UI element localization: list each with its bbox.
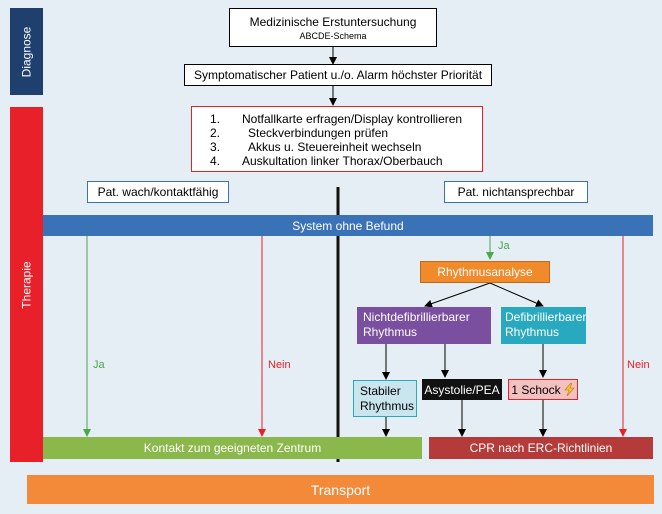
step-4-text: Auskultation linker Thorax/Oberbauch bbox=[242, 154, 443, 168]
step-4: 4. Auskultation linker Thorax/Oberbauch bbox=[210, 154, 482, 168]
nichtdefib-box: Nichtdefibrillierbarer Rhythmus bbox=[357, 307, 491, 344]
step-3-text: Akkus u. Steuereinheit wechseln bbox=[248, 140, 422, 154]
erstuntersuchung-box: Medizinische Erstuntersuchung ABCDE-Sche… bbox=[229, 8, 437, 47]
ja-label-left: Ja bbox=[93, 359, 105, 371]
ja-label-right: Ja bbox=[498, 240, 510, 252]
cpr-label: CPR nach ERC-Richtlinien bbox=[469, 441, 613, 455]
system-bar: System ohne Befund bbox=[43, 215, 653, 236]
defib-label: Defibrillierbarer Rhythmus bbox=[505, 310, 587, 339]
patient-box: Symptomatischer Patient u./o. Alarm höch… bbox=[184, 64, 492, 86]
step-4-num: 4. bbox=[210, 154, 221, 168]
schock-box: 1 Schock bbox=[508, 379, 578, 400]
erstuntersuchung-subtitle: ABCDE-Schema bbox=[299, 30, 367, 41]
kontakt-bar: Kontakt zum geeigneten Zentrum bbox=[43, 437, 422, 459]
step-3: 3. Akkus u. Steuereinheit wechseln bbox=[210, 140, 482, 154]
steps-box: 1. Notfallkarte erfragen/Display kontrol… bbox=[191, 106, 483, 172]
wach-box: Pat. wach/kontaktfähig bbox=[87, 181, 229, 203]
step-1: 1. Notfallkarte erfragen/Display kontrol… bbox=[210, 112, 482, 126]
kontakt-label: Kontakt zum geeigneten Zentrum bbox=[143, 441, 322, 455]
diagnose-sidebar: Diagnose bbox=[10, 8, 43, 95]
nicht-box: Pat. nichtansprechbar bbox=[444, 181, 588, 203]
lightning-icon bbox=[564, 383, 575, 396]
schock-label: 1 Schock bbox=[511, 382, 561, 397]
defib-box: Defibrillierbarer Rhythmus bbox=[501, 307, 586, 344]
erstuntersuchung-title: Medizinische Erstuntersuchung bbox=[249, 14, 417, 29]
rhythmusanalyse-label: Rhythmusanalyse bbox=[437, 265, 533, 279]
therapie-sidebar: Therapie bbox=[10, 107, 43, 462]
step-1-num: 1. bbox=[210, 112, 221, 126]
transport-label: Transport bbox=[310, 481, 371, 498]
step-3-num: 3. bbox=[210, 140, 221, 154]
step-1-text: Notfallkarte erfragen/Display kontrollie… bbox=[242, 112, 463, 126]
nein-label-right: Nein bbox=[627, 359, 650, 371]
patient-label: Symptomatischer Patient u./o. Alarm höch… bbox=[193, 68, 483, 82]
step-2-text: Steckverbindungen prüfen bbox=[248, 126, 389, 140]
nichtdefib-label: Nichtdefibrillierbarer Rhythmus bbox=[363, 310, 470, 339]
cpr-bar: CPR nach ERC-Richtlinien bbox=[429, 437, 653, 459]
nein-label-left: Nein bbox=[268, 359, 291, 371]
system-label: System ohne Befund bbox=[292, 218, 404, 233]
stabil-box: Stabiler Rhythmus bbox=[353, 380, 417, 417]
asystolie-label: Asystolie/PEA bbox=[424, 382, 500, 397]
wach-label: Pat. wach/kontaktfähig bbox=[97, 185, 219, 199]
asystolie-box: Asystolie/PEA bbox=[422, 379, 502, 400]
transport-bar: Transport bbox=[27, 475, 654, 504]
nicht-label: Pat. nichtansprechbar bbox=[457, 185, 575, 199]
stabil-label: Stabiler Rhythmus bbox=[360, 384, 415, 413]
step-2-num: 2. bbox=[210, 126, 221, 140]
rhythmusanalyse-box: Rhythmusanalyse bbox=[420, 261, 550, 283]
step-2: 2. Steckverbindungen prüfen bbox=[210, 126, 482, 140]
